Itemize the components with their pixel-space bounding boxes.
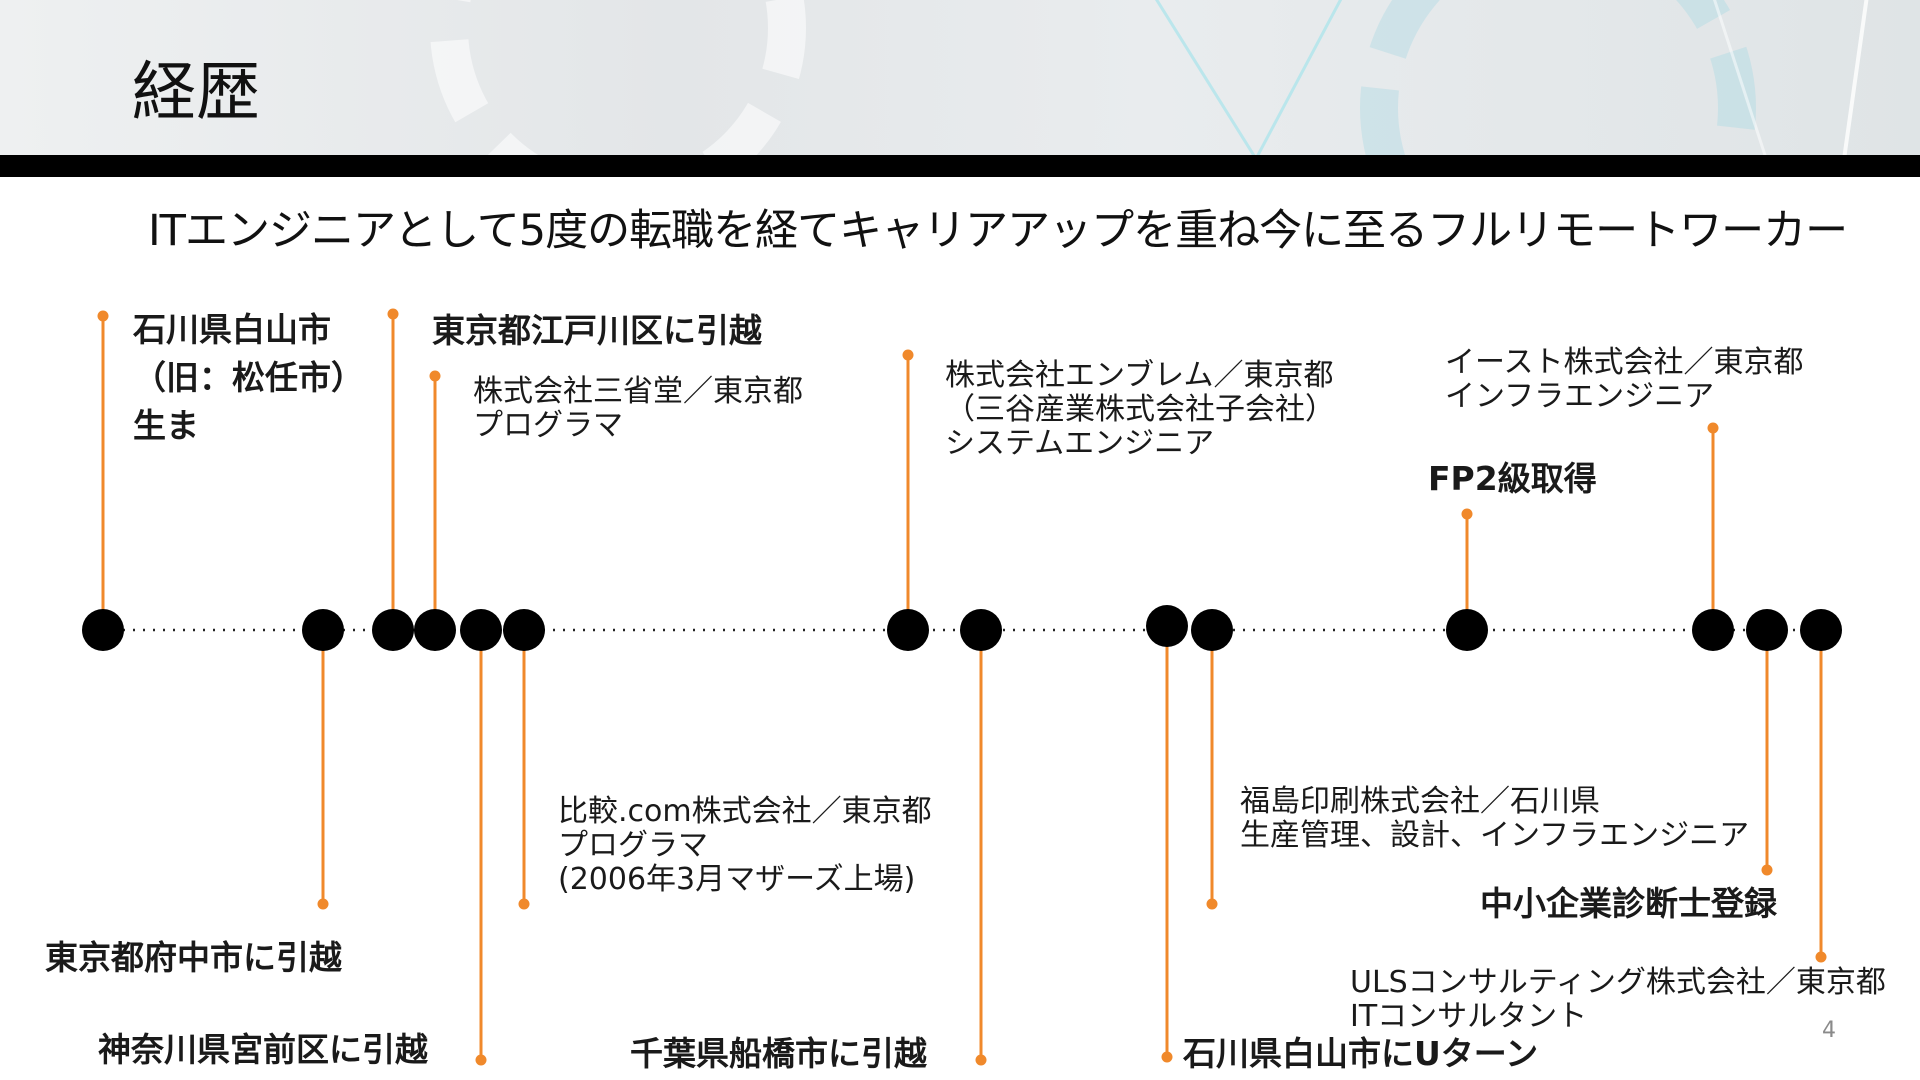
timeline-event-label: イースト株式会社／東京都インフラエンジニア: [1445, 346, 1804, 414]
timeline-event-dot: [82, 609, 124, 651]
timeline-event-label: 石川県白山市 （旧：松任市） 生ま: [133, 306, 364, 450]
timeline-event-line: 石川県白山市にUターン: [1183, 1034, 1539, 1073]
timeline-event-label: 福島印刷株式会社／石川県生産管理、設計、インフラエンジニア: [1240, 785, 1749, 853]
timeline-stem-cap: [1461, 508, 1473, 520]
timeline-event-line: 中小企業診断士登録: [1480, 884, 1777, 923]
timeline-event-dot: [1191, 609, 1233, 651]
title-divider: [0, 155, 1920, 177]
timeline-event-line: プログラマ: [558, 828, 708, 863]
timeline-event-line: プログラマ: [473, 408, 623, 443]
timeline-event-line: ULSコンサルティング株式会社／東京都: [1350, 965, 1886, 1000]
timeline-stem-cap: [1206, 898, 1218, 910]
timeline-stem-cap: [902, 349, 914, 361]
timeline-event-line: FP2級取得: [1428, 459, 1597, 498]
timeline-event-line: システムエンジニア: [945, 426, 1215, 461]
timeline-event-label: 株式会社エンブレム／東京都（三谷産業株式会社子会社）システムエンジニア: [945, 359, 1335, 461]
timeline-event-dot: [887, 609, 929, 651]
timeline-event-line: （旧：松任市）: [133, 358, 364, 397]
timeline-event-label: 東京都府中市に引越: [45, 934, 342, 982]
timeline-event-line: 神奈川県宮前区に引越: [98, 1030, 428, 1069]
page-title: 経歴: [132, 56, 260, 130]
timeline-event-line: 東京都江戸川区に引越: [432, 311, 762, 350]
timeline-stem-cap: [518, 898, 530, 910]
timeline-event-line: 千葉県船橋市に引越: [630, 1034, 927, 1073]
timeline-event-label: 千葉県船橋市に引越: [630, 1030, 927, 1078]
timeline-event-line: 生ま: [133, 406, 199, 445]
timeline-event-line: インフラエンジニア: [1445, 379, 1715, 414]
timeline-stem-cap: [387, 308, 399, 320]
timeline-event-line: 株式会社三省堂／東京都: [473, 374, 803, 409]
timeline-event-dot: [1446, 609, 1488, 651]
timeline-event-line: ITコンサルタント: [1350, 999, 1588, 1034]
timeline-stem-cap: [475, 1054, 487, 1066]
timeline-event-line: 生産管理、設計、インフラエンジニア: [1240, 818, 1750, 853]
timeline-event-line: 比較.com株式会社／東京都: [558, 794, 932, 829]
timeline-event-line: 石川県白山市: [133, 310, 331, 349]
timeline-event-dot: [414, 609, 456, 651]
slide-subtitle: ITエンジニアとして5度の転職を経てキャリアアップを重ね今に至るフルリモートワー…: [148, 206, 1848, 256]
timeline-event-label: 株式会社三省堂／東京都プログラマ: [473, 375, 803, 443]
timeline-stem-cap: [1815, 951, 1827, 963]
timeline-event-label: 石川県白山市にUターン: [1183, 1030, 1538, 1078]
header-background: [0, 0, 1920, 155]
timeline-stem-cap: [97, 310, 109, 322]
timeline-event-label: 中小企業診断士登録: [1480, 880, 1777, 928]
timeline-event-dot: [1746, 609, 1788, 651]
timeline-stem-cap: [975, 1054, 987, 1066]
timeline-event-line: 福島印刷株式会社／石川県: [1240, 784, 1600, 819]
timeline-event-dot: [960, 609, 1002, 651]
page-number: 4: [1822, 1018, 1836, 1043]
timeline-event-line: 株式会社エンブレム／東京都: [945, 358, 1334, 393]
timeline-event-label: 比較.com株式会社／東京都プログラマ(2006年3月マザーズ上場): [558, 795, 932, 897]
timeline-stem-cap: [1707, 422, 1719, 434]
timeline-event-dot: [1146, 605, 1188, 647]
timeline-event-line: イースト株式会社／東京都: [1445, 345, 1804, 380]
timeline-event-dot: [302, 609, 344, 651]
timeline-event-line: 東京都府中市に引越: [45, 938, 342, 977]
timeline-event-label: 神奈川県宮前区に引越: [98, 1026, 428, 1074]
timeline-event-dot: [1692, 609, 1734, 651]
timeline-event-label: FP2級取得: [1428, 455, 1597, 503]
timeline-stem-cap: [317, 898, 329, 910]
timeline-event-line: (2006年3月マザーズ上場): [558, 862, 916, 897]
timeline-event-dot: [503, 609, 545, 651]
timeline-event-dot: [1800, 609, 1842, 651]
timeline-event-line: （三谷産業株式会社子会社）: [945, 392, 1335, 427]
timeline-event-label: 東京都江戸川区に引越: [432, 307, 762, 355]
timeline-stem-cap: [429, 370, 441, 382]
timeline-event-dot: [460, 609, 502, 651]
timeline-event-dot: [372, 609, 414, 651]
timeline-stem-cap: [1161, 1051, 1173, 1063]
timeline-stem-cap: [1761, 864, 1773, 876]
